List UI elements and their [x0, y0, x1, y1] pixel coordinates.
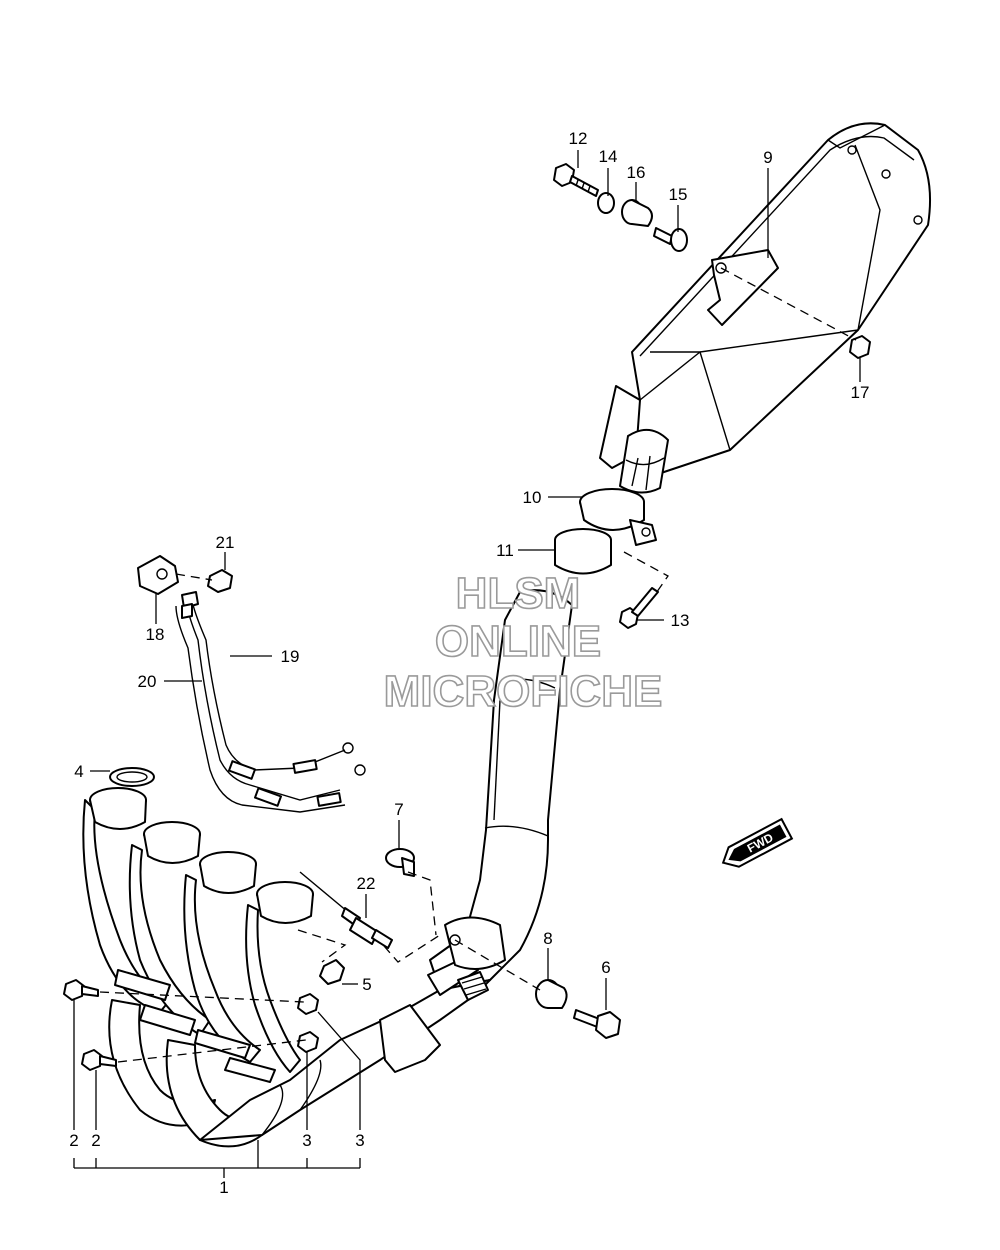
part-callouts: 12 14 16 15 9 17 10 11 13 21 18 19 20 4 …: [69, 129, 869, 1197]
callout-22: 22: [357, 874, 376, 893]
sensor-bracket: [137, 555, 179, 595]
clamp: [579, 488, 657, 546]
callout-16: 16: [627, 163, 646, 182]
exhaust-header: [82, 787, 506, 1148]
nut-17: [849, 335, 871, 359]
mid-pipe: [429, 589, 573, 991]
callout-10: 10: [523, 488, 542, 507]
bolt-7: [385, 848, 415, 877]
watermark-line-2: ONLINE: [435, 617, 601, 666]
oxygen-sensor: [299, 871, 393, 949]
bolt-6: [573, 1009, 621, 1039]
callout-1: 1: [219, 1178, 228, 1197]
forward-direction-icon: FWD: [721, 817, 794, 868]
callout-3b: 3: [355, 1131, 364, 1150]
screw-21: [207, 569, 233, 593]
callout-13: 13: [671, 611, 690, 630]
callout-14: 14: [599, 147, 618, 166]
callout-8: 8: [543, 929, 552, 948]
nuts-3: [297, 993, 319, 1053]
callout-15: 15: [669, 185, 688, 204]
collar-15: [653, 227, 688, 252]
callout-6: 6: [601, 958, 610, 977]
callout-5: 5: [362, 975, 371, 994]
header-gasket: [109, 767, 155, 787]
assembly-lines: [99, 267, 857, 1063]
bushing-8: [535, 979, 568, 1009]
muffler: [599, 122, 931, 494]
leader-lines: [73, 150, 861, 1178]
bolt-12: [553, 163, 599, 197]
washer-14: [597, 192, 615, 214]
callout-2a: 2: [69, 1131, 78, 1150]
gasket: [554, 528, 612, 575]
bolt-13: [619, 587, 659, 629]
callout-3a: 3: [302, 1131, 311, 1150]
fitting-5: [319, 959, 345, 985]
watermark-line-1: HLSM: [456, 569, 581, 618]
callout-4: 4: [74, 762, 83, 781]
watermark: HLSM ONLINE MICROFICHE: [383, 568, 663, 717]
callout-17: 17: [851, 383, 870, 402]
callout-20: 20: [138, 672, 157, 691]
watermark-line-3: MICROFICHE: [384, 667, 663, 716]
callout-11: 11: [496, 541, 514, 560]
callout-7: 7: [394, 800, 403, 819]
callout-12: 12: [569, 129, 588, 148]
callout-9: 9: [763, 148, 772, 167]
bushing-16: [621, 199, 653, 227]
bolts-2: [63, 979, 117, 1071]
callout-19: 19: [281, 647, 300, 666]
callout-18: 18: [146, 625, 165, 644]
callout-21: 21: [216, 533, 235, 552]
sensor-harness: [175, 591, 366, 813]
callout-2b: 2: [91, 1131, 100, 1150]
